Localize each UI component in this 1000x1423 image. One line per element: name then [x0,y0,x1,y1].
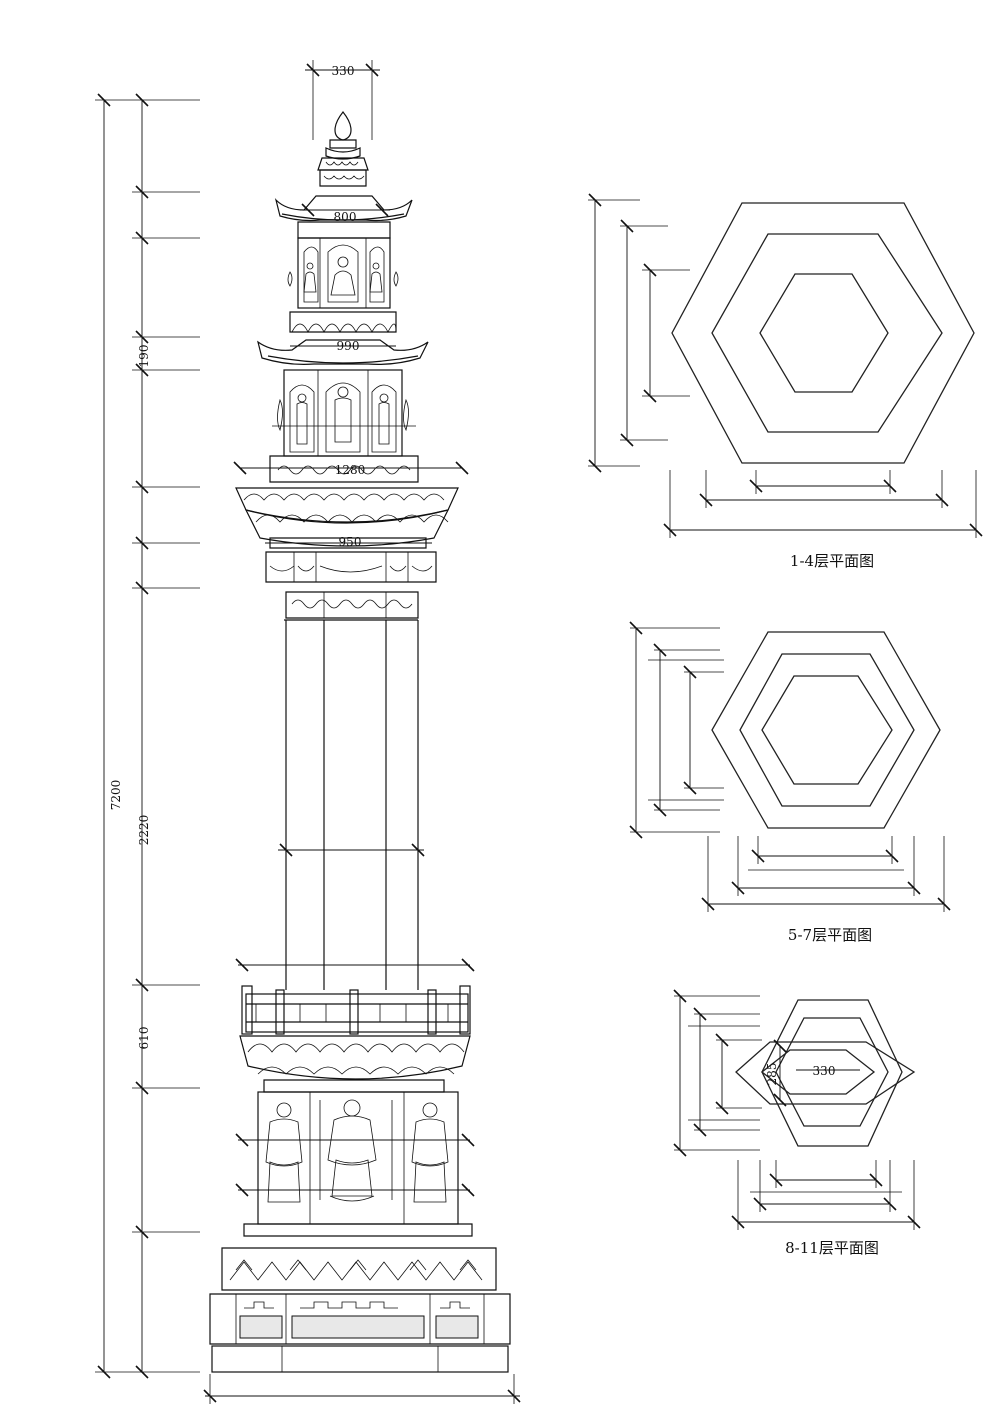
column-shaft [235,620,475,990]
dim-eave-mid: 990 [337,339,360,353]
top-eave: 800 [274,195,413,239]
plan-8-11: 285 330 8-11层平面图 [673,989,921,1257]
balustrade [241,985,471,1035]
column-capital [265,551,437,621]
middle-eave: 990 [257,339,429,365]
plan-8-11-side-dim: 285 [765,1063,779,1086]
plan-5-7: 5-7层平面图 [629,621,951,944]
dim-upper-section: 190 [137,345,151,368]
plan-5-7-caption: 5-7层平面图 [788,926,872,944]
lower-lotus [239,1035,471,1093]
dim-top-width: 330 [332,64,355,78]
plan-8-11-caption: 8-11层平面图 [785,1239,879,1257]
dim-eave-top: 800 [334,210,357,224]
mountain-base [221,1247,497,1291]
vertical-dimension-chain: 7200 190 2220 610 [95,93,200,1379]
dim-lower-section: 610 [137,1027,151,1050]
dim-column-height: 2220 [137,815,151,846]
lotus-platform: 950 [235,487,459,549]
dim-total-height: 7200 [109,780,123,811]
dim-neck-width: 950 [339,535,362,549]
plan-8-11-inner-dim: 330 [813,1064,836,1078]
pagoda-elevation: 800 [203,111,521,1404]
guardian-panel [235,1091,475,1237]
top-width-dimension: 330 [305,60,380,140]
plinth [203,1293,521,1404]
dim-base-width: 1280 [335,463,366,477]
plan-1-4: 1-4层平面图 [588,193,983,570]
finial [317,111,369,187]
main-shrine: 1280 [233,369,469,483]
plan-1-4-caption: 1-4层平面图 [790,552,874,570]
upper-shrine [287,237,399,333]
